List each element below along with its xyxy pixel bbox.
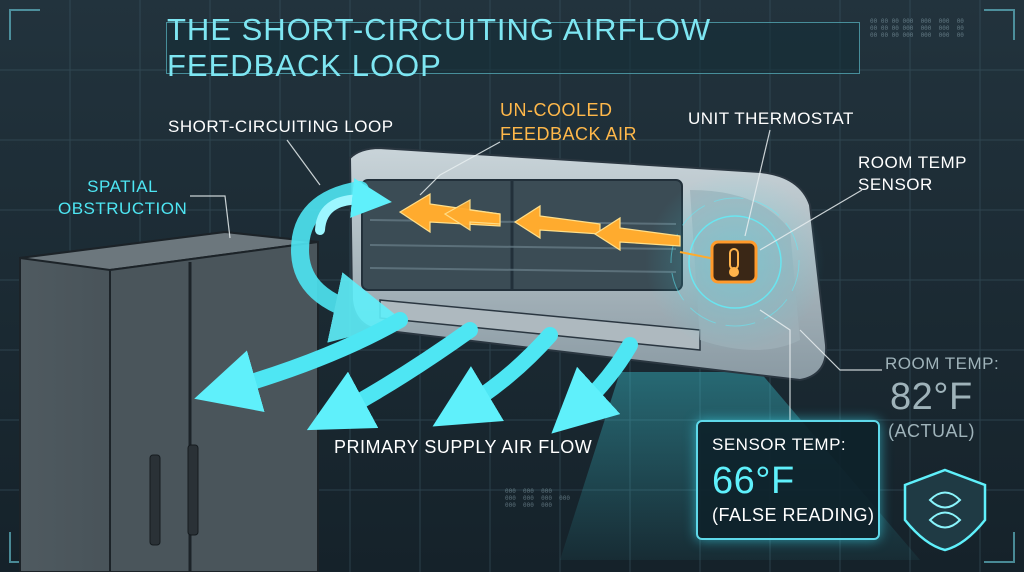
feedback-arrow-3 bbox=[513, 204, 601, 240]
thermometer-icon bbox=[710, 240, 758, 284]
cabinet bbox=[19, 230, 319, 572]
label-uncooled-line1: UN-COOLED bbox=[500, 100, 613, 120]
label-uncooled-line2: FEEDBACK AIR bbox=[500, 124, 638, 144]
label-spatial-line2: OBSTRUCTION bbox=[58, 199, 188, 218]
title-banner: THE SHORT-CIRCUITING AIRFLOW FEEDBACK LO… bbox=[166, 12, 860, 83]
page-title: THE SHORT-CIRCUITING AIRFLOW FEEDBACK LO… bbox=[167, 12, 712, 83]
room-temp-value: 82°F bbox=[890, 376, 973, 418]
label-uncooled-feedback: UN-COOLED FEEDBACK AIR bbox=[500, 98, 637, 146]
hud-readout-bottom: 000 000 000 000 000 000 000 000 000 000 bbox=[505, 488, 571, 509]
label-room-sensor-line2: SENSOR bbox=[858, 175, 933, 194]
feedback-arrow-2 bbox=[443, 198, 501, 232]
sensor-temp-note: (FALSE READING) bbox=[712, 505, 875, 525]
feedback-arrow-4 bbox=[593, 216, 681, 252]
short-circuit-arrow-return bbox=[290, 181, 406, 343]
label-spatial-obstruction: SPATIAL OBSTRUCTION bbox=[58, 176, 187, 220]
primary-flow-arrow-2 bbox=[306, 322, 478, 431]
leader-lines bbox=[190, 129, 882, 420]
hud-readout-top: 00 00 00 000 000 000 00 00 00 00 000 000… bbox=[870, 18, 964, 39]
primary-flow-arrow-3 bbox=[432, 327, 558, 427]
label-spatial-line1: SPATIAL bbox=[87, 177, 159, 196]
short-circuit-arrows bbox=[290, 178, 406, 343]
label-primary-supply-air-flow: PRIMARY SUPPLY AIR FLOW bbox=[334, 437, 593, 457]
sensor-temp-panel: SENSOR TEMP: 66°F (FALSE READING) bbox=[696, 420, 880, 540]
label-room-temp-sensor: ROOM TEMP SENSOR bbox=[858, 152, 967, 196]
label-room-sensor-line1: ROOM TEMP bbox=[858, 153, 968, 172]
shield-logo-icon bbox=[903, 468, 987, 552]
primary-flow-arrow-4 bbox=[551, 337, 638, 434]
room-temp-note: (ACTUAL) bbox=[888, 421, 976, 441]
sensor-temp-value: 66°F bbox=[712, 460, 795, 502]
short-circuit-arrow-up bbox=[315, 178, 392, 235]
uncooled-feedback-arrows bbox=[398, 192, 731, 263]
label-unit-thermostat: UNIT THERMOSTAT bbox=[688, 109, 854, 128]
primary-flow-arrows bbox=[194, 312, 638, 434]
label-short-circuit-loop: SHORT-CIRCUITING LOOP bbox=[168, 117, 394, 136]
sensor-temp-label: SENSOR TEMP: bbox=[712, 435, 847, 454]
primary-flow-arrow-1 bbox=[194, 312, 408, 412]
room-temp-label: ROOM TEMP: bbox=[885, 354, 1000, 373]
